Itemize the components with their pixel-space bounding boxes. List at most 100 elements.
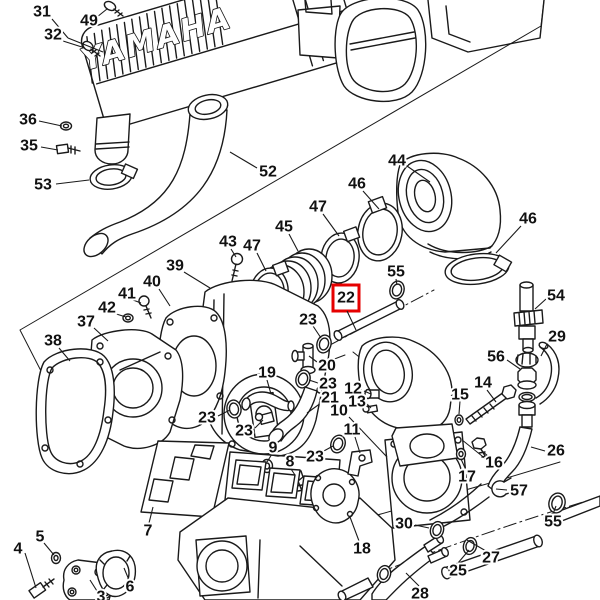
leader-line — [62, 40, 86, 49]
part-label-16[interactable]: 16 — [483, 453, 505, 474]
part-label-4[interactable]: 4 — [12, 539, 25, 560]
hose-clamp-23-e — [330, 434, 346, 454]
leader-line — [321, 445, 334, 453]
y-pipe-28 — [337, 534, 450, 600]
part-label-7[interactable]: 7 — [142, 521, 155, 542]
part-label-40[interactable]: 40 — [141, 272, 163, 293]
leader-line — [530, 446, 546, 452]
part-label-29[interactable]: 29 — [546, 327, 568, 348]
part-label-20[interactable]: 20 — [316, 356, 338, 377]
part-label-5[interactable]: 5 — [34, 527, 47, 548]
part-label-12[interactable]: 12 — [342, 379, 364, 400]
water-box-body — [427, 0, 545, 53]
leader-line — [55, 179, 90, 185]
part-label-17[interactable]: 17 — [456, 467, 478, 488]
leader-line — [308, 379, 319, 384]
leader-line — [354, 436, 361, 454]
cap-12 — [364, 388, 380, 400]
leader-line — [414, 524, 430, 529]
flange-gasket-18 — [310, 468, 360, 524]
leader-line — [457, 549, 470, 564]
leader-line — [346, 310, 357, 331]
part-label-30[interactable]: 30 — [393, 514, 415, 535]
part-label-57[interactable]: 57 — [508, 481, 530, 502]
leader-line — [290, 468, 296, 476]
part-label-54[interactable]: 54 — [545, 286, 567, 307]
part-label-37[interactable]: 37 — [75, 312, 97, 333]
outlet-duct-10 — [357, 336, 459, 467]
manifold-body — [177, 431, 471, 600]
washer-5 — [50, 551, 62, 565]
part-label-23[interactable]: 23 — [297, 310, 319, 331]
part-label-32[interactable]: 32 — [42, 25, 64, 46]
leader-line — [362, 190, 380, 210]
muffler-box: YAMAHA — [55, 0, 358, 190]
leader-line — [40, 146, 59, 151]
part-label-11[interactable]: 11 — [342, 420, 363, 441]
part-label-25[interactable]: 25 — [447, 561, 469, 582]
part-label-49[interactable]: 49 — [78, 11, 100, 32]
hose-19 — [241, 391, 295, 412]
part-label-45[interactable]: 45 — [273, 217, 295, 238]
part-label-13[interactable]: 13 — [346, 392, 368, 413]
part-label-26[interactable]: 26 — [545, 441, 567, 462]
part-label-23[interactable]: 23 — [233, 421, 255, 442]
part-label-9[interactable]: 9 — [267, 438, 280, 459]
part-label-8[interactable]: 8 — [284, 452, 297, 473]
bolt-49 — [103, 0, 124, 17]
part-label-41[interactable]: 41 — [116, 284, 138, 305]
part-label-47[interactable]: 47 — [241, 236, 263, 257]
part-label-10[interactable]: 10 — [328, 401, 350, 422]
part-label-21[interactable]: 21 — [319, 388, 341, 409]
part-label-56[interactable]: 56 — [485, 347, 507, 368]
knurled-cap — [515, 352, 539, 368]
leader-lines-layer — [24, 8, 557, 592]
bolt-16 — [471, 437, 489, 462]
part-label-42[interactable]: 42 — [96, 298, 118, 319]
part-label-36[interactable]: 36 — [17, 110, 39, 131]
part-label-39[interactable]: 39 — [164, 256, 186, 277]
part-label-44[interactable]: 44 — [386, 151, 408, 172]
part-label-23[interactable]: 23 — [317, 374, 339, 395]
part-label-46[interactable]: 46 — [346, 174, 368, 195]
part-label-55[interactable]: 55 — [385, 262, 407, 283]
part-label-43[interactable]: 43 — [217, 232, 239, 253]
part-label-38[interactable]: 38 — [42, 331, 64, 352]
bolt-41 — [138, 295, 152, 319]
leader-line — [349, 516, 360, 542]
water-box-fitting — [297, 5, 341, 59]
part-label-27[interactable]: 27 — [480, 548, 502, 569]
part-label-23[interactable]: 23 — [196, 408, 218, 429]
part-label-28[interactable]: 28 — [409, 584, 431, 600]
hose-clamp-30 — [429, 520, 445, 540]
part-label-23[interactable]: 23 — [304, 447, 326, 468]
leader-line — [96, 8, 108, 18]
part-label-52[interactable]: 52 — [257, 162, 279, 183]
pipe-22[interactable] — [333, 298, 406, 341]
hose-clamp-46-left — [357, 195, 403, 262]
part-label-55[interactable]: 55 — [542, 512, 564, 533]
housing-37 — [86, 329, 184, 450]
hose-21 — [268, 386, 318, 444]
leader-line — [24, 552, 37, 589]
hose-clamp-23-b — [295, 369, 311, 389]
part-label-18[interactable]: 18 — [351, 539, 373, 560]
part-label-46[interactable]: 46 — [517, 209, 539, 230]
hose-clamp-25 — [462, 536, 478, 556]
part-label-22-selected[interactable]: 22 — [335, 288, 357, 309]
part-label-3[interactable]: 3 — [95, 587, 108, 600]
leader-line — [43, 542, 55, 556]
part-label-15[interactable]: 15 — [449, 385, 471, 406]
leader-line — [266, 453, 273, 463]
leader-line — [266, 379, 272, 395]
washer-36 — [59, 121, 73, 131]
part-label-14[interactable]: 14 — [472, 373, 494, 394]
part-label-47[interactable]: 47 — [307, 197, 329, 218]
part-label-19[interactable]: 19 — [256, 363, 278, 384]
part-label-35[interactable]: 35 — [18, 136, 40, 157]
part-label-53[interactable]: 53 — [32, 175, 54, 196]
leader-line — [534, 298, 547, 310]
part-label-31[interactable]: 31 — [31, 2, 53, 23]
part-label-6[interactable]: 6 — [124, 577, 137, 598]
